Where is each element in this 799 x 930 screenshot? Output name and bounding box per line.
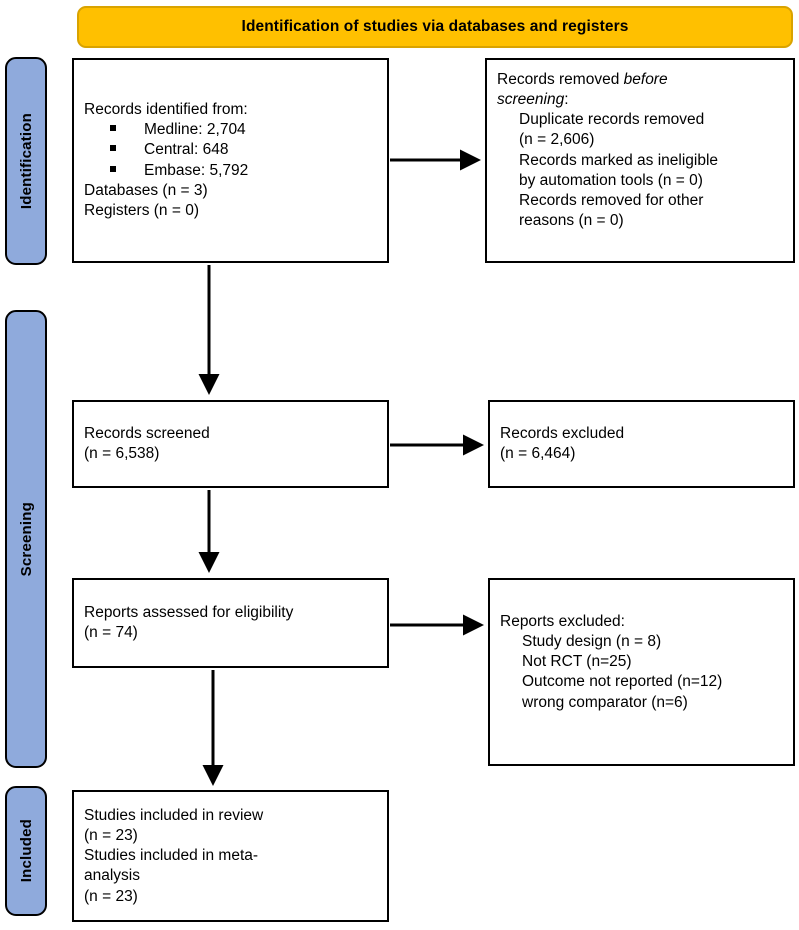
studies-included-meta-count: (n = 23) <box>84 887 138 905</box>
reports-excluded-heading: Reports excluded: <box>500 613 625 630</box>
records-removed-heading-italic-screening: screening <box>497 91 565 109</box>
studies-included-meta-label: Studies included in meta- <box>84 847 259 865</box>
box-records-screened: Records screened (n = 6,538) <box>72 400 389 488</box>
records-removed-item-1: (n = 2,606) <box>519 131 595 149</box>
box-records-excluded: Records excluded (n = 6,464) <box>488 400 795 488</box>
reports-excluded-reason-1: Not RCT (n=25) <box>522 653 632 671</box>
records-screened-label: Records screened <box>84 424 210 442</box>
stage-pill-included: Included <box>5 786 47 916</box>
square-bullet-icon <box>110 125 116 132</box>
box-records-removed-before-screening: Records removed before screening: Duplic… <box>485 58 795 263</box>
reports-excluded-reason-0: Study design (n = 8) <box>522 633 662 651</box>
stage-label-screening: Screening <box>17 501 35 577</box>
reports-assessed-count: (n = 74) <box>84 624 138 641</box>
box-reports-excluded: Reports excluded: Study design (n = 8) N… <box>488 578 795 766</box>
records-removed-heading-italic-before: before <box>623 71 668 88</box>
studies-included-meta-label-cont: analysis <box>84 867 140 885</box>
records-identified-heading: Records identified from: <box>84 101 248 119</box>
reports-assessed-label: Reports assessed for eligibility <box>84 603 294 621</box>
studies-included-review-label: Studies included in review <box>84 807 264 824</box>
records-identified-databases: Databases (n = 3) <box>84 181 208 199</box>
records-identified-source-2: Embase: 5,792 <box>144 161 249 179</box>
records-removed-heading-line1: Records removed before <box>497 70 783 90</box>
records-removed-item-2: Records marked as ineligible <box>519 151 719 169</box>
stage-label-identification: Identification <box>17 112 35 210</box>
stage-pill-screening: Screening <box>5 310 47 768</box>
records-identified-source-0: Medline: 2,704 <box>144 121 246 139</box>
records-identified-source-row: Medline: 2,704 <box>84 120 377 140</box>
reports-excluded-reason-3: wrong comparator (n=6) <box>522 693 688 711</box>
studies-included-review-count: (n = 23) <box>84 827 138 845</box>
records-removed-item-3: by automation tools (n = 0) <box>519 171 703 189</box>
box-studies-included: Studies included in review (n = 23) Stud… <box>72 790 389 922</box>
stage-label-included: Included <box>17 819 35 883</box>
records-identified-source-row: Embase: 5,792 <box>84 161 377 181</box>
records-removed-heading-suffix: : <box>564 91 569 109</box>
records-excluded-count: (n = 6,464) <box>500 445 576 462</box>
records-identified-source-1: Central: 648 <box>144 141 229 159</box>
records-removed-item-5: reasons (n = 0) <box>519 211 624 229</box>
records-removed-item-0: Duplicate records removed <box>519 111 705 129</box>
records-removed-heading-line2: screening: <box>497 90 783 110</box>
box-reports-assessed: Reports assessed for eligibility (n = 74… <box>72 578 389 668</box>
records-identified-registers: Registers (n = 0) <box>84 201 200 219</box>
records-excluded-label: Records excluded <box>500 424 625 442</box>
box-records-identified: Records identified from: Medline: 2,704 … <box>72 58 389 263</box>
reports-excluded-reason-2: Outcome not reported (n=12) <box>522 673 723 691</box>
records-screened-count: (n = 6,538) <box>84 445 160 462</box>
square-bullet-icon <box>110 145 116 152</box>
records-removed-heading-prefix: Records removed <box>497 71 624 88</box>
stage-pill-identification: Identification <box>5 57 47 265</box>
square-bullet-icon <box>110 165 116 172</box>
records-removed-item-4: Records removed for other <box>519 191 704 209</box>
records-identified-source-row: Central: 648 <box>84 140 377 160</box>
banner-identification-header: Identification of studies via databases … <box>77 6 793 48</box>
